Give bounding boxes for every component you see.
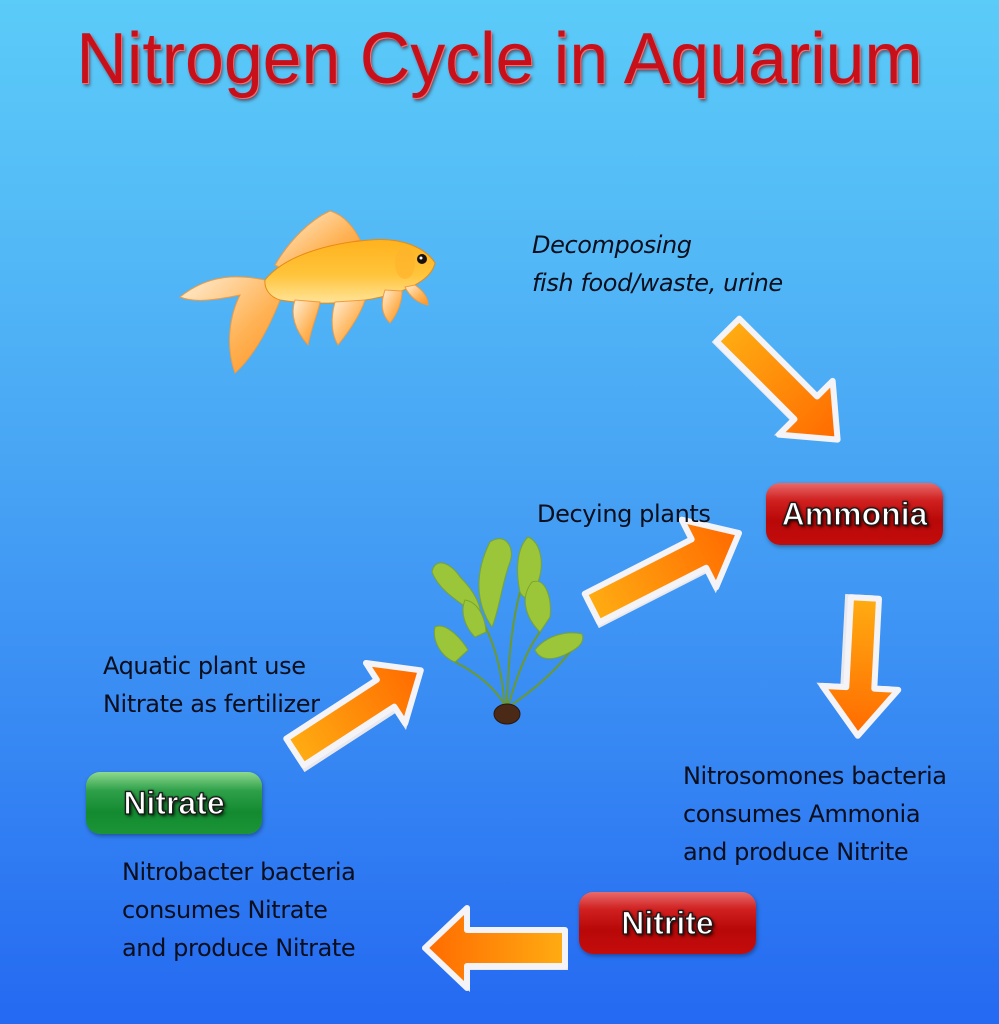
caption-line: Nitrobacter bacteria [122,858,356,886]
ammonia-badge: Ammonia [766,483,943,545]
plant-leaf [433,625,469,663]
fish-body [264,238,436,304]
caption-line: Nitrosomones bacteria [683,762,947,790]
fish-anal-fin [331,299,366,346]
caption-line: Decying plants [537,500,711,528]
aquatic-plant-image [431,536,584,725]
caption-line: Nitrate as fertilizer [103,690,320,718]
caption-line: fish food/waste, urine [532,269,783,297]
caption-nitrosomonas: Nitrosomones bacteria consumes Ammonia a… [683,757,947,871]
caption-line: consumes Ammonia [683,800,921,828]
caption-line: consumes Nitrate [122,896,328,924]
plant-leaf [534,632,584,659]
fish-tail-fin [179,276,281,374]
fish-pectoral-fin [381,289,403,324]
caption-aquatic-plant: Aquatic plant use Nitrate as fertilizer [103,647,320,723]
caption-line: and produce Nitrite [683,838,909,866]
plant-leaf [462,599,487,638]
plant-leaf [478,538,512,629]
caption-decaying-plants: Decying plants [537,495,711,533]
plant-leaf [524,580,551,633]
caption-line: and produce Nitrate [122,934,356,962]
caption-nitrobacter: Nitrobacter bacteria consumes Nitrate an… [122,853,356,967]
nitrite-badge: Nitrite [579,892,756,954]
caption-line: Decomposing [532,231,692,259]
fish-pelvic-fin [292,299,321,347]
diagram-title: Nitrogen Cycle in Aquarium [76,19,923,99]
plant-root-ball [493,703,521,725]
goldfish-image [179,210,436,374]
fish-gill [395,247,415,279]
caption-line: Aquatic plant use [103,652,306,680]
nitrate-badge: Nitrate [86,772,262,834]
caption-decomposing: Decomposing fish food/waste, urine [532,226,783,302]
